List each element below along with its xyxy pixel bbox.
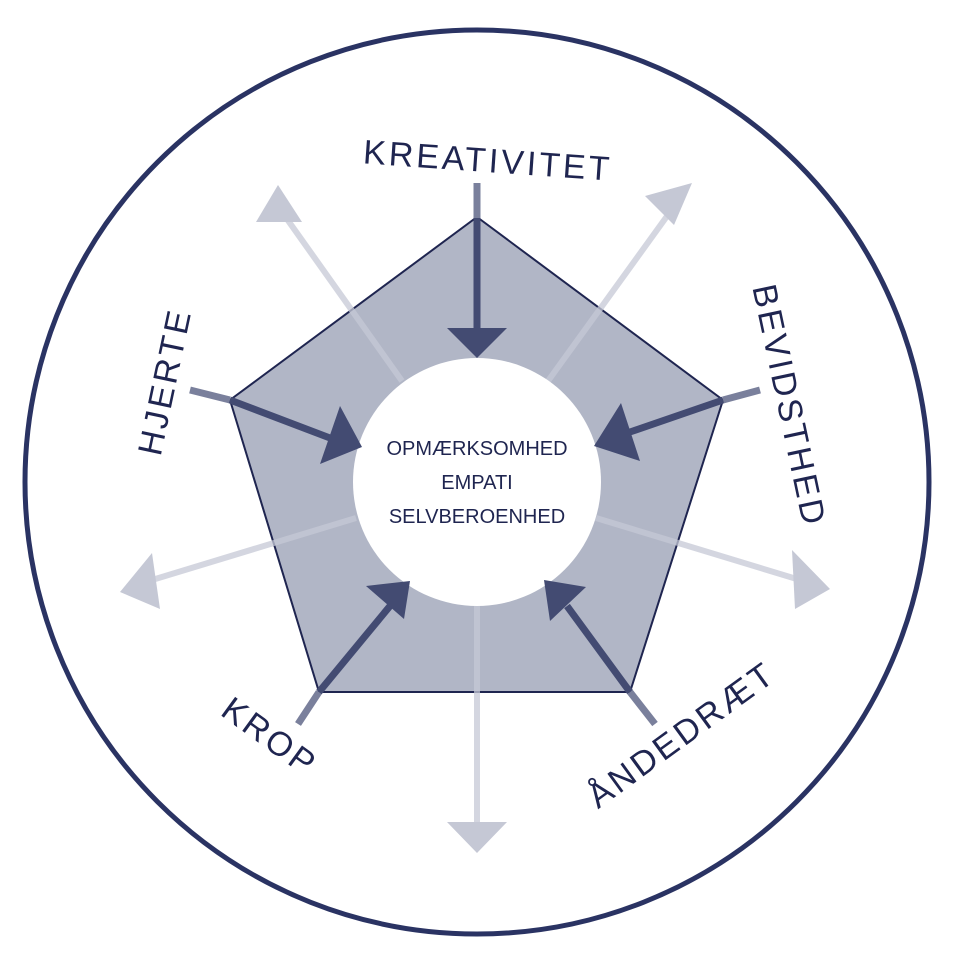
outer-circle [22, 27, 932, 937]
center-circle [353, 358, 601, 606]
inward-arrow-bevidsthed [594, 386, 761, 461]
inward-arrows [189, 183, 761, 727]
label-bevidsthed: BEVIDSTHED [744, 281, 833, 531]
outward-arrow-bottom [447, 606, 507, 853]
outward-arrow-top-left [256, 185, 405, 383]
label-hjerte: HJERTE [131, 305, 199, 459]
inward-arrow-hjerte [189, 386, 362, 464]
center-line-3: SELVBEROENHED [389, 506, 565, 528]
label-kreativitet: KREATIVITET [362, 133, 614, 188]
inward-arrow-krop [295, 581, 410, 726]
inward-arrow-kreativitet [447, 183, 507, 358]
outward-arrow-top-right [545, 183, 692, 383]
outward-arrow-right [595, 515, 830, 609]
center-line-1: OPMÆRKSOMHED [386, 438, 567, 460]
outward-arrows [120, 183, 830, 853]
center-line-2: EMPATI [441, 472, 512, 494]
inward-arrow-andedraet [544, 580, 658, 727]
outward-arrow-left [120, 515, 357, 609]
